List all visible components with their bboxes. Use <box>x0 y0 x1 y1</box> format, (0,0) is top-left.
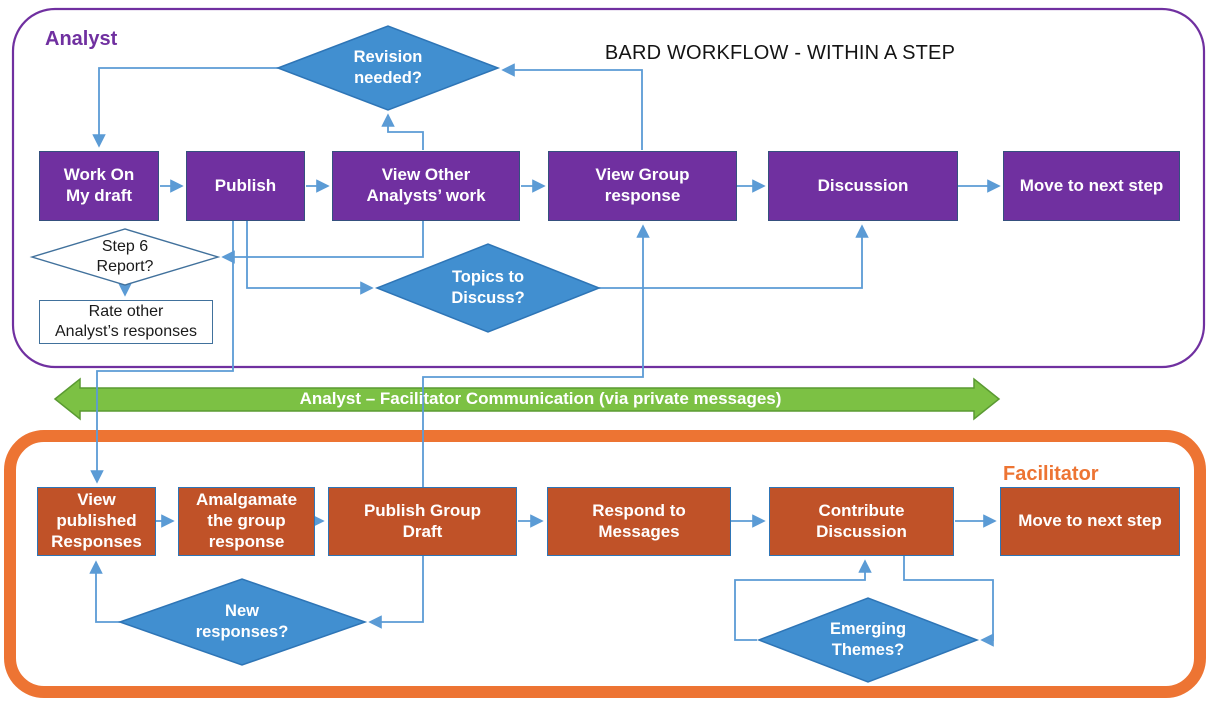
connector-view-group-to-revision <box>501 63 643 150</box>
decision-step6-report-diamond <box>29 228 221 286</box>
connector-publish-group-to-new-responses <box>368 556 424 629</box>
decision-revision-needed-diamond <box>275 25 501 111</box>
analyst-lane-label: Analyst <box>45 27 118 50</box>
connector-publish-to-topics <box>246 221 374 295</box>
node-respond-to-messages: Respond to Messages <box>547 487 731 556</box>
connector-new-responses-to-view-published <box>89 560 120 623</box>
decision-revision-needed-label: Revision needed? <box>353 48 423 87</box>
node-view-published-responses: View published Responses <box>37 487 156 556</box>
communication-banner-label: Analyst – Facilitator Communication (via… <box>299 389 782 408</box>
node-view-group-response: View Group response <box>548 151 737 221</box>
connector-emerging-to-contribute <box>734 559 872 641</box>
connector-topics-to-discussion <box>599 224 869 289</box>
connector-publish-to-view-published <box>90 221 234 484</box>
decision-topics-to-discuss-diamond <box>374 243 602 333</box>
facilitator-lane-label: Facilitator <box>1003 462 1099 485</box>
node-amalgamate-group-response: Amalgamate the group response <box>178 487 315 556</box>
analyst-lane-border <box>11 7 1206 369</box>
node-view-other-analysts-work: View Other Analysts’ work <box>332 151 520 221</box>
facilitator-lane-border <box>4 430 1206 698</box>
decision-emerging-themes-label: Emerging Themes? <box>829 620 907 659</box>
node-contribute-discussion: Contribute Discussion <box>769 487 954 556</box>
node-discussion: Discussion <box>768 151 958 221</box>
connector-view-other-to-revision <box>381 113 424 150</box>
node-move-to-next-step-facilitator: Move to next step <box>1000 487 1180 556</box>
connector-publish-group-to-view-group <box>422 224 650 487</box>
communication-double-arrow <box>53 377 1001 421</box>
connector-revision-to-work <box>92 67 278 148</box>
decision-topics-to-discuss-label: Topics to Discuss? <box>451 268 525 307</box>
node-work-on-my-draft: Work On My draft <box>39 151 159 221</box>
note-rate-other-analysts-responses: Rate other Analyst’s responses <box>39 300 213 344</box>
decision-new-responses-diamond <box>117 578 368 666</box>
node-publish: Publish <box>186 151 305 221</box>
decision-step6-report-label: Step 6 Report? <box>96 238 154 275</box>
diagram-title: BARD WORKFLOW - WITHIN A STEP <box>604 41 956 64</box>
connector-view-other-to-step6 <box>221 221 424 264</box>
connector-contribute-to-emerging <box>903 556 994 647</box>
decision-emerging-themes-diamond <box>756 597 980 683</box>
node-publish-group-draft: Publish Group Draft <box>328 487 517 556</box>
decision-new-responses-label: New responses? <box>195 602 289 641</box>
node-move-to-next-step-analyst: Move to next step <box>1003 151 1180 221</box>
